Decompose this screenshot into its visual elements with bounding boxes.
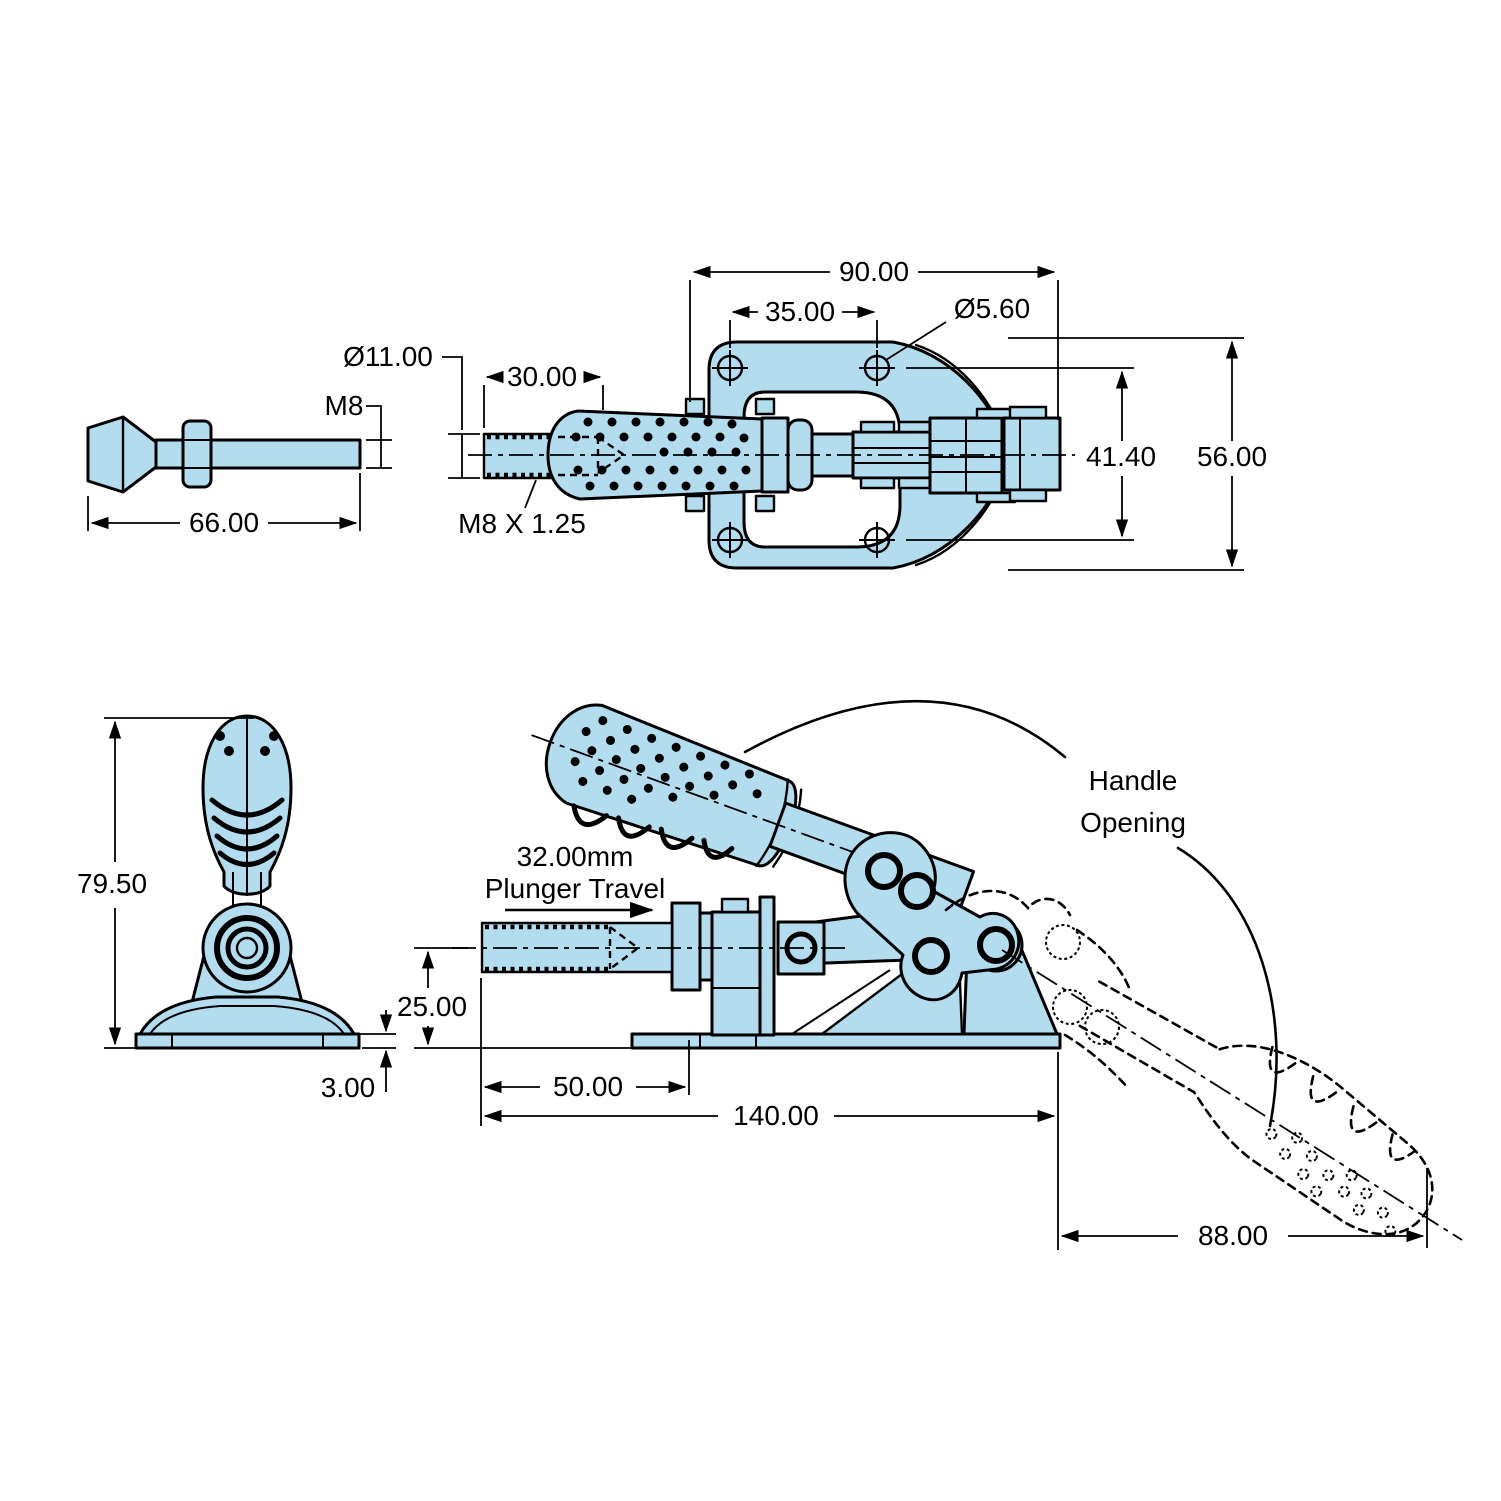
dim-plunger-length-label: 50.00 [553, 1071, 623, 1102]
base-dome-front [138, 995, 356, 1036]
dim-center-height-label: 25.00 [397, 991, 467, 1022]
dim-overall-height: 56.00 [1008, 337, 1267, 571]
lever-hole [912, 937, 950, 975]
open-position-ghost [944, 889, 1463, 1241]
pivot-boss-front [201, 902, 293, 994]
dim-thread-length: 30.00 [483, 361, 604, 428]
base-plate-front [134, 1032, 361, 1050]
dim-thread-length-label: 30.00 [507, 361, 577, 392]
callout-plunger-diameter: Ø11.00 [343, 341, 480, 479]
hole-diameter-label: Ø5.60 [954, 293, 1030, 324]
lever-hole [865, 852, 903, 890]
mounting-hole [859, 350, 895, 386]
clamp-front-view: 79.50 3.00 [77, 714, 396, 1103]
plunger-travel-note: 32.00mm Plunger Travel [485, 841, 666, 919]
dim-handle-swing-label: 88.00 [1198, 1220, 1268, 1251]
dim-overall-length-label: 140.00 [733, 1100, 819, 1131]
open-grip-dots [1265, 1128, 1397, 1238]
mounting-hole [859, 522, 895, 558]
dim-base-thickness: 3.00 [321, 1010, 396, 1103]
dim-hole-spacing-label: 35.00 [765, 296, 835, 327]
dim-overall-width: 90.00 [689, 256, 1059, 420]
pivot-block-top [1002, 416, 1062, 492]
dim-overall-width-label: 90.00 [839, 256, 909, 287]
dim-handle-swing: 88.00 [1060, 1168, 1428, 1251]
travel-caption-label: Plunger Travel [485, 873, 666, 904]
plunger-housing [710, 910, 762, 1037]
dim-hole-spacing: 35.00 [729, 296, 878, 348]
lever-hole [898, 872, 936, 910]
dim-front-height: 79.50 [77, 717, 254, 1049]
toggle-lever [843, 831, 1021, 1002]
clamp-side-view: Handle Opening 32.00mm Plunger Travel 25… [397, 699, 1463, 1251]
dim-base-thickness-label: 3.00 [321, 1072, 376, 1103]
mounting-hole [712, 350, 748, 386]
clamp-top-view: 90.00 35.00 Ø5.60 30.00 M8 X 1.25 [458, 256, 1267, 571]
dim-overall-length: 140.00 [483, 1052, 1059, 1250]
mounting-hole [712, 522, 748, 558]
mounting-holes [712, 350, 895, 558]
dim-center-height: 25.00 [397, 947, 632, 1049]
dim-hole-row-spacing-label: 41.40 [1086, 441, 1156, 472]
dim-hole-row-spacing: 41.40 [906, 367, 1156, 541]
callout-spindle-thread: M8 [325, 390, 392, 469]
handle-front-grooves [209, 797, 285, 867]
grip-grooves-side [571, 803, 735, 860]
thread-callout-label: M8 X 1.25 [458, 508, 586, 539]
dim-overall-height-label: 56.00 [1197, 441, 1267, 472]
callout-thread: M8 X 1.25 [458, 479, 586, 539]
handle-opening-label-2: Opening [1080, 807, 1186, 838]
spindle-hex-nut [181, 419, 213, 489]
grip-knurl-dots-side [570, 716, 762, 804]
dim-spindle-length-label: 66.00 [189, 507, 259, 538]
dim-front-height-label: 79.50 [77, 868, 147, 899]
callout-handle-opening: Handle Opening [743, 699, 1278, 1128]
pivot-hole [977, 926, 1015, 964]
dim-plunger-length: 50.00 [480, 978, 690, 1126]
base-plate-side [630, 1032, 1062, 1050]
dim-spindle-length: 66.00 [87, 473, 361, 538]
spindle-detail-view: 66.00 M8 Ø11.00 [86, 341, 480, 538]
handle-opening-label-1: Handle [1089, 765, 1178, 796]
plunger-diameter-label: Ø11.00 [343, 341, 433, 372]
handle-front-dots [215, 731, 279, 756]
callout-hole-diameter: Ø5.60 [885, 293, 1030, 361]
open-handle-outline [1078, 980, 1434, 1238]
spindle-thread-label: M8 [325, 390, 364, 421]
travel-value-label: 32.00mm [517, 841, 634, 872]
